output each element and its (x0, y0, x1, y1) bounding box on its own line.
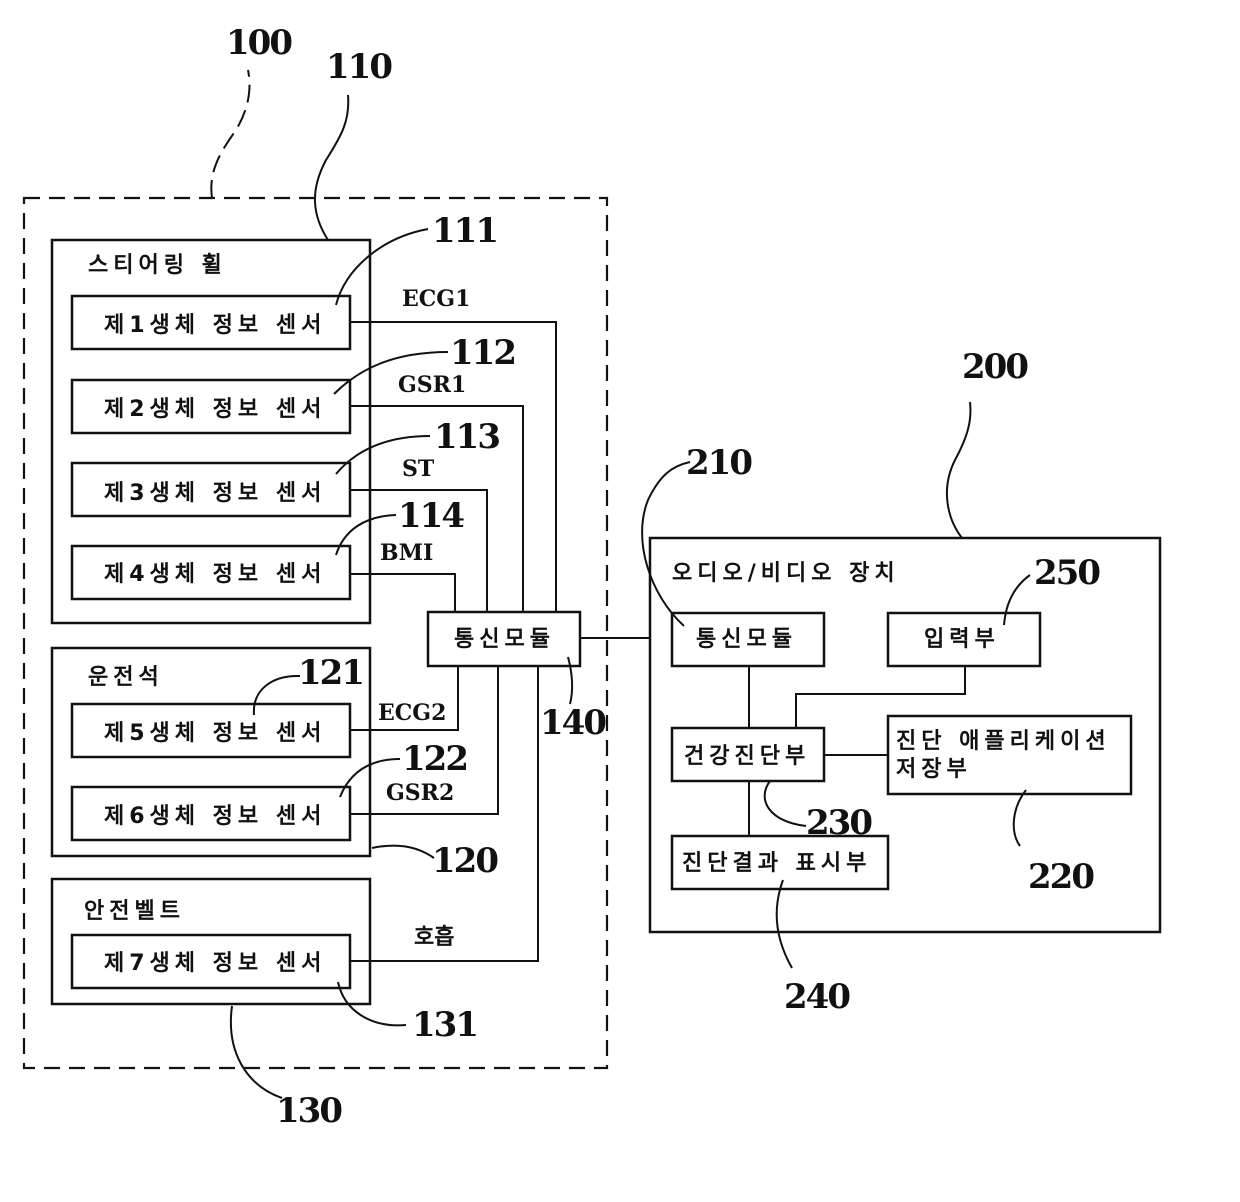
app-storage-label-line1: 진단 애플리케이션 (896, 729, 1111, 754)
sensor-6-label: 제6생체 정보 센서 (104, 804, 326, 829)
ref-240: 240 (784, 977, 850, 1017)
health-diagnosis-label: 건강진단부 (684, 744, 810, 769)
ref-112: 112 (450, 333, 515, 373)
leader-120 (372, 846, 434, 858)
input-unit-label: 입력부 (924, 627, 1000, 652)
result-display-label: 진단결과 표시부 (682, 851, 871, 876)
signal-ecg1: ECG1 (402, 286, 470, 312)
ref-210: 210 (686, 443, 752, 483)
sensor-2-label: 제2생체 정보 센서 (104, 397, 326, 422)
signal-gsr1: GSR1 (398, 372, 466, 398)
app-storage-box (888, 716, 1131, 794)
ref-122: 122 (402, 739, 467, 779)
av-comm-module-label: 통신모듈 (696, 627, 797, 652)
sensor-5-label: 제5생체 정보 센서 (104, 721, 326, 746)
ref-130: 130 (276, 1091, 342, 1131)
signal-breath: 호흡 (414, 925, 454, 950)
ref-111: 111 (432, 211, 497, 251)
ref-120: 120 (432, 841, 498, 881)
ref-114: 114 (398, 496, 464, 536)
ref-113: 113 (434, 417, 499, 457)
driver-seat-label: 운전석 (88, 665, 164, 690)
ref-250: 250 (1034, 553, 1100, 593)
av-device-label: 오디오/비디오 장치 (672, 561, 900, 586)
ref-140: 140 (540, 703, 606, 743)
leader-100 (211, 70, 249, 198)
signal-ecg2: ECG2 (378, 700, 446, 726)
ref-200: 200 (962, 347, 1028, 387)
steering-wheel-label: 스티어링 휠 (88, 253, 227, 278)
sensor-4-label: 제4생체 정보 센서 (104, 562, 326, 587)
seat-belt-label: 안전벨트 (84, 899, 185, 924)
signal-gsr2: GSR2 (386, 780, 454, 806)
vehicle-comm-module-label: 통신모듈 (454, 627, 555, 652)
ref-131: 131 (412, 1005, 477, 1045)
ref-121: 121 (298, 653, 363, 693)
signal-bmi: BMI (380, 540, 433, 566)
ref-100: 100 (226, 23, 292, 63)
sensor-3-label: 제3생체 정보 센서 (104, 481, 326, 506)
app-storage-label-line2: 저장부 (896, 757, 972, 782)
ref-220: 220 (1028, 857, 1094, 897)
ref-110: 110 (326, 47, 392, 87)
leader-200 (947, 402, 971, 538)
signal-st: ST (402, 456, 435, 482)
leader-130 (231, 1006, 282, 1098)
leader-110 (315, 95, 348, 240)
sensor-1-label: 제1생체 정보 센서 (104, 313, 326, 338)
sensor-7-label: 제7생체 정보 센서 (104, 951, 326, 976)
